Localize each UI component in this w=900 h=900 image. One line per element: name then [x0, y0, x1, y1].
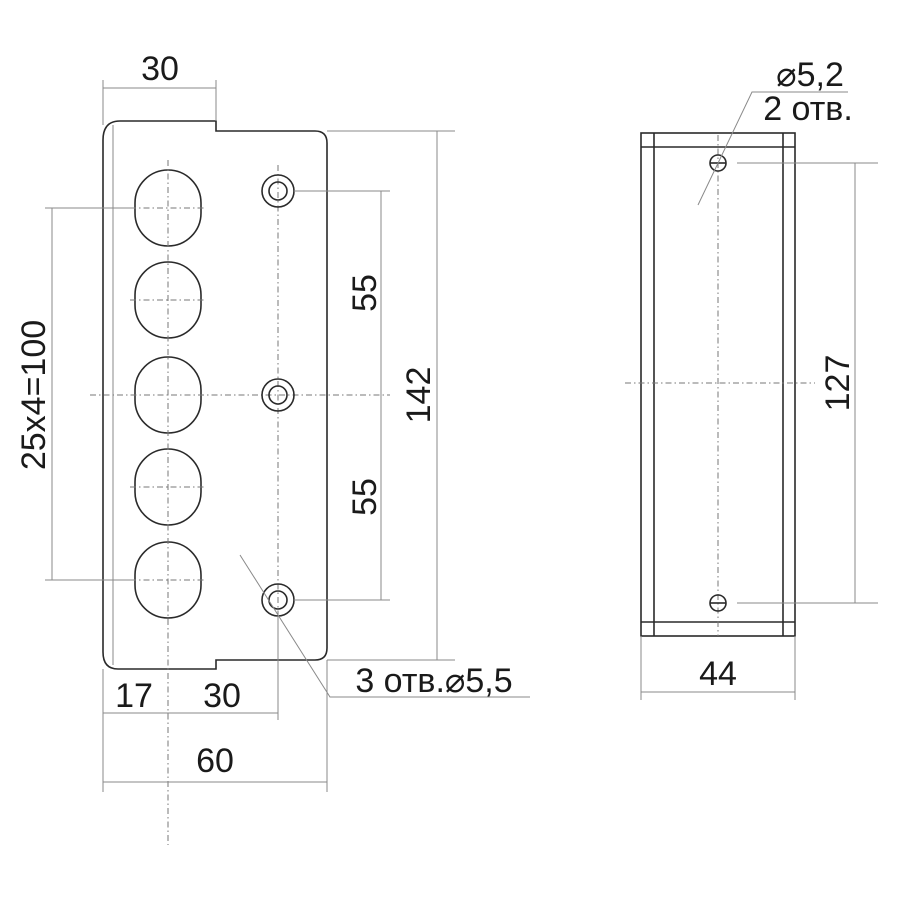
hole-note-diameter: ⌀5,2 [776, 56, 844, 94]
dim-width: 44 [699, 655, 737, 693]
mounting-hole-inner [268, 385, 288, 405]
hole-note: 3 отв.⌀5,5 [355, 662, 512, 700]
dim-oval-pitch: 25x4=100 [15, 320, 53, 470]
side-view: ⌀5,2 2 отв. 127 44 [625, 56, 878, 700]
mounting-hole [261, 378, 295, 412]
dim-height-total: 142 [400, 367, 438, 424]
dim-hole-spacing-upper: 55 [346, 274, 384, 312]
mounting-hole-inner [268, 181, 288, 201]
dimension-lines [45, 80, 530, 792]
hole-note-count: 2 отв. [763, 90, 853, 128]
dim-total-width: 60 [196, 742, 234, 780]
dim-hole-spacing: 127 [819, 355, 857, 412]
dim-top-width: 30 [141, 50, 179, 88]
dimension-lines [640, 91, 878, 700]
dim-hole-spacing-lower: 55 [346, 478, 384, 516]
front-view: 30 142 55 55 25x4=100 17 30 60 3 отв.⌀5,… [15, 50, 530, 845]
dim-edge-offset: 17 [115, 677, 153, 715]
dim-hole-offset: 30 [203, 677, 241, 715]
plate-outline [102, 120, 328, 670]
